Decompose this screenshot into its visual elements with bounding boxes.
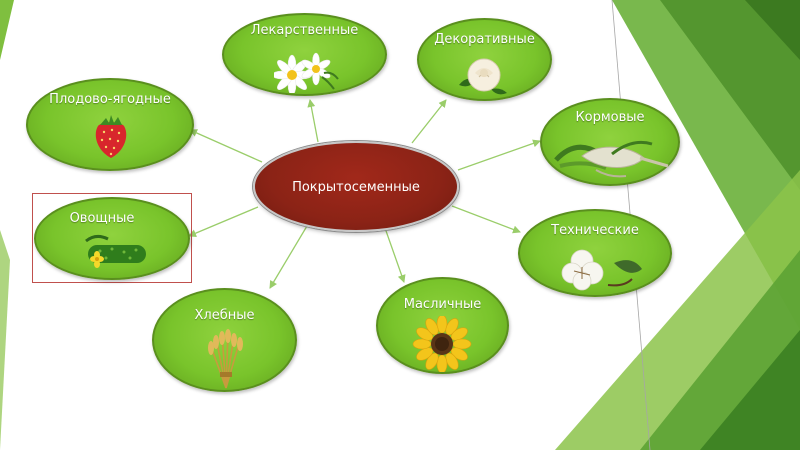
connector-plodovo [189, 129, 263, 163]
node-plodovo[interactable]: Плодово-ягодные [26, 78, 194, 171]
node-label: Плодово-ягодные [49, 92, 171, 107]
strawberry-icon [95, 115, 127, 158]
node-tekhnicheskie[interactable]: Технические [518, 209, 672, 297]
fodder-root-icon [554, 140, 669, 178]
selection-highlight-frame [32, 193, 192, 283]
connector-dekorativnye [411, 99, 447, 144]
node-label: Лекарственные [250, 23, 359, 38]
node-label: Овощные [69, 211, 135, 226]
chamomile-icon [274, 52, 339, 93]
sunflower-icon [412, 316, 472, 372]
node-label: Масличные [403, 297, 482, 312]
center-node[interactable]: Покрытосеменные [253, 141, 459, 232]
wheat-icon [208, 329, 243, 389]
node-lekarstvennye[interactable]: Лекарственные [222, 13, 387, 96]
node-kormovye[interactable]: Кормовые [540, 98, 680, 186]
connector-maslichnye [384, 227, 406, 283]
connector-lekarstvennye [307, 99, 319, 143]
node-ovoshchnye[interactable]: Овощные [34, 197, 190, 280]
cotton-icon [561, 249, 642, 291]
connector-kormovye [457, 139, 541, 171]
node-label: Технические [551, 223, 639, 238]
node-label: Хлебные [194, 308, 255, 323]
node-label: Кормовые [575, 110, 645, 125]
node-maslichnye[interactable]: Масличные [376, 277, 509, 374]
center-label: Покрытосеменные [292, 180, 420, 195]
connector-ovoshchnye [188, 206, 259, 237]
connector-khlebnye [269, 225, 308, 289]
connector-tekhnicheskie [451, 205, 521, 234]
cucumber-icon [85, 234, 146, 268]
node-label: Декоративные [434, 32, 535, 47]
rose-icon [459, 58, 507, 95]
node-dekorativnye[interactable]: Декоративные [417, 18, 552, 101]
node-khlebnye[interactable]: Хлебные [152, 288, 297, 392]
